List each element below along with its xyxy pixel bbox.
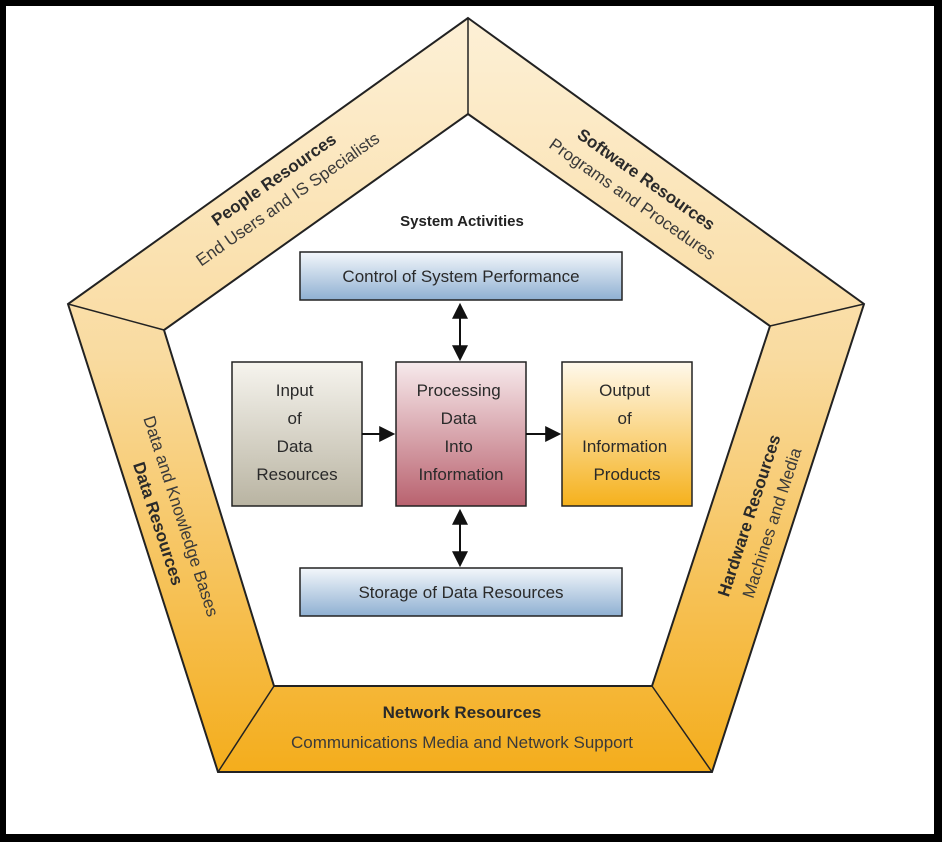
- processing-line-3: Into: [444, 437, 472, 456]
- diagram-canvas: People Resources End Users and IS Specia…: [6, 6, 934, 834]
- is-components-diagram: People Resources End Users and IS Specia…: [66, 16, 866, 773]
- output-line-4: Products: [593, 465, 660, 484]
- system-activities-heading: System Activities: [400, 213, 524, 230]
- storage-box: [299, 567, 623, 617]
- resource-frame: [66, 16, 866, 773]
- frame-divider-right: [769, 303, 865, 327]
- output-box: [561, 361, 693, 507]
- frame-divider-bottom-left: [217, 685, 275, 773]
- output-label: Output of Information Products: [582, 381, 672, 484]
- frame-divider-bottom-right: [651, 685, 713, 773]
- input-line-2: of: [288, 409, 302, 428]
- processing-line-1: Processing: [417, 381, 501, 400]
- control-label: Control of System Performance: [342, 267, 579, 286]
- input-line-3: Data: [277, 437, 313, 456]
- input-label: Input of Data Resources: [256, 381, 337, 484]
- frame-divider-left: [67, 303, 165, 331]
- processing-box: [395, 361, 527, 507]
- control-box: [299, 251, 623, 301]
- output-line-1: Output: [599, 381, 650, 400]
- input-line-4: Resources: [256, 465, 337, 484]
- processing-line-2: Data: [441, 409, 477, 428]
- output-line-3: Information: [582, 437, 667, 456]
- processing-line-4: Information: [418, 465, 503, 484]
- network-resources-subtitle: Communications Media and Network Support: [291, 733, 633, 752]
- input-line-1: Input: [276, 381, 314, 400]
- storage-label: Storage of Data Resources: [358, 583, 563, 602]
- output-line-2: of: [618, 409, 632, 428]
- network-resources-title: Network Resources: [383, 703, 542, 722]
- processing-label: Processing Data Into Information: [417, 381, 506, 484]
- network-resources-label: Network Resources Communications Media a…: [291, 703, 633, 752]
